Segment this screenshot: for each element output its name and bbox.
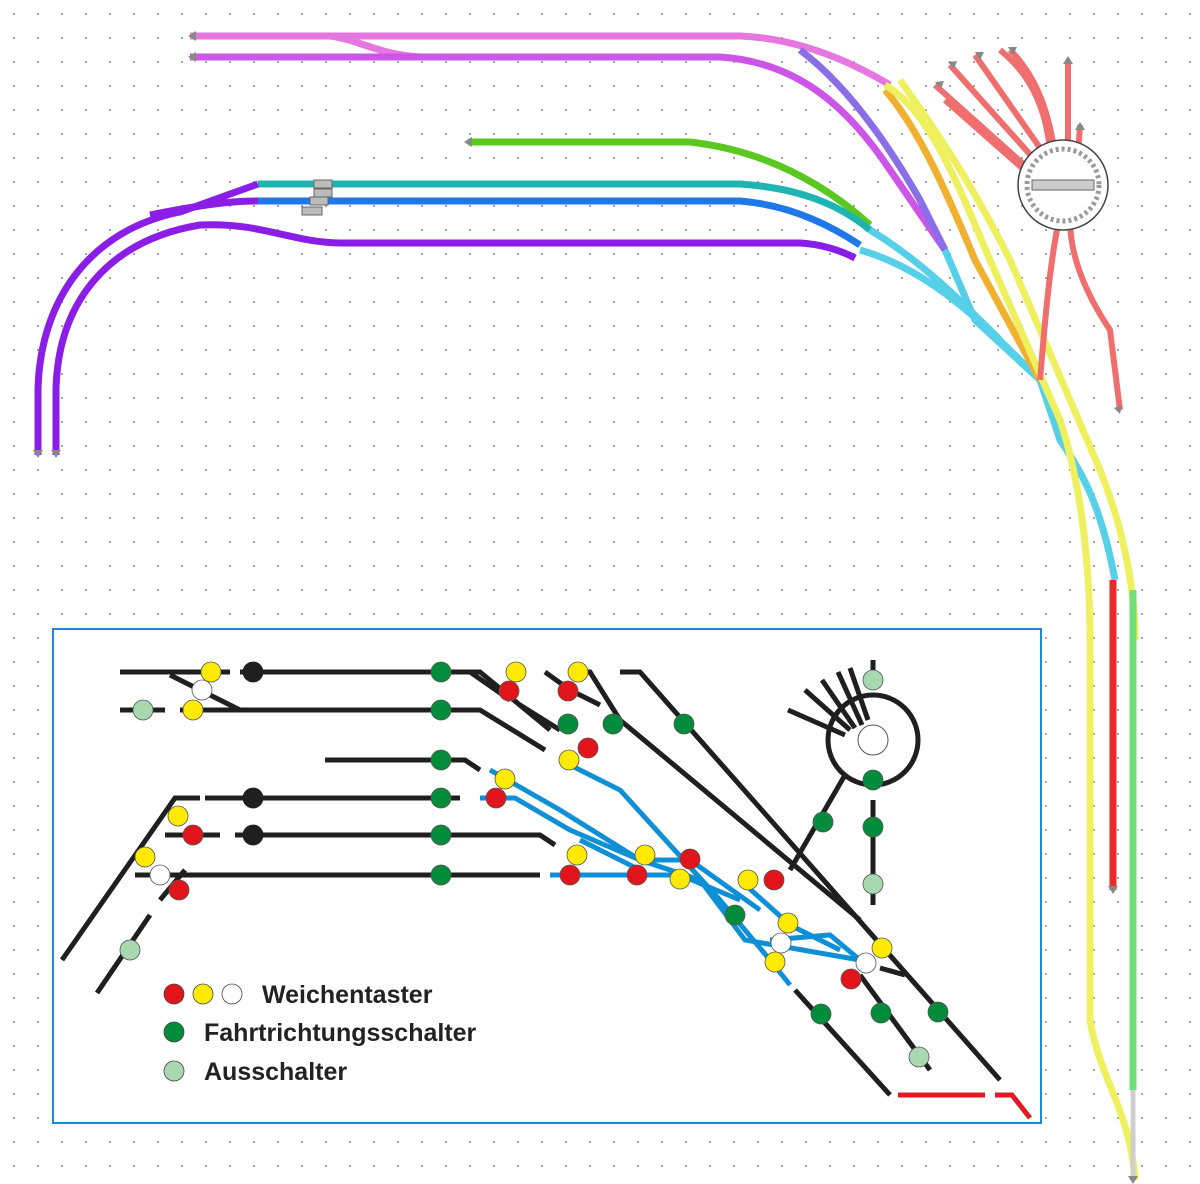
off-switch-button[interactable] (132, 699, 154, 721)
track-orange (882, 87, 1044, 382)
track-blue (258, 197, 862, 248)
direction-switch-button[interactable] (810, 1003, 832, 1025)
yellow-switch-button[interactable] (669, 868, 691, 890)
white-switch-button[interactable] (855, 952, 877, 974)
red-switch-button[interactable] (557, 680, 579, 702)
panel-buttons (119, 661, 949, 1068)
white-switch-button[interactable] (770, 932, 792, 954)
yellow-switch-button[interactable] (567, 661, 589, 683)
white-switch-button[interactable] (149, 864, 171, 886)
direction-switch-button[interactable] (430, 699, 452, 721)
red-switch-button[interactable] (168, 879, 190, 901)
red-switch-button[interactable] (626, 864, 648, 886)
yellow-switch-button[interactable] (737, 869, 759, 891)
legend-fahrtrichtungsschalter: Fahrtrichtungsschalter (204, 1019, 477, 1047)
buffer-blocks (301, 179, 333, 216)
turntable-center-button[interactable] (857, 724, 889, 756)
track-purple-loop (34, 180, 857, 455)
track-violet-lower (190, 53, 948, 252)
turntable (1017, 139, 1109, 231)
track-teal (258, 180, 873, 233)
off-switch-button[interactable] (862, 669, 884, 691)
legend-white-button (221, 983, 243, 1005)
direction-switch-button[interactable] (430, 787, 452, 809)
legend-ausschalter: Ausschalter (204, 1058, 347, 1086)
yellow-switch-button[interactable] (566, 844, 588, 866)
track-blue-violet-branch (797, 47, 949, 252)
track-yellow (883, 77, 1139, 1181)
track-plan (33, 31, 1139, 1184)
yellow-switch-button[interactable] (558, 749, 580, 771)
yellow-switch-button[interactable] (634, 844, 656, 866)
white-switch-button[interactable] (191, 679, 213, 701)
red-switch-button[interactable] (577, 737, 599, 759)
off-switch-button[interactable] (862, 873, 884, 895)
direction-switch-button[interactable] (862, 769, 884, 791)
yellow-switch-button[interactable] (494, 768, 516, 790)
yellow-switch-button[interactable] (167, 805, 189, 827)
black-marker (242, 661, 264, 683)
black-marker (242, 787, 264, 809)
direction-switch-button[interactable] (870, 1002, 892, 1024)
yellow-switch-button[interactable] (871, 937, 893, 959)
red-switch-button[interactable] (679, 848, 701, 870)
black-marker (242, 824, 264, 846)
red-switch-button[interactable] (498, 680, 520, 702)
direction-switch-button[interactable] (557, 713, 579, 735)
legend-lightgreen-button (163, 1060, 185, 1082)
track-end-arrows (33, 31, 1138, 1184)
direction-switch-button[interactable] (430, 864, 452, 886)
direction-switch-button[interactable] (430, 661, 452, 683)
panel-cut-track (898, 1092, 1032, 1120)
off-switch-button[interactable] (119, 939, 141, 961)
direction-switch-button[interactable] (812, 811, 834, 833)
direction-switch-button[interactable] (927, 1001, 949, 1023)
track-green (468, 138, 873, 228)
legend: Weichentaster Fahrtrichtungsschalter Aus… (163, 981, 477, 1086)
yellow-switch-button[interactable] (182, 699, 204, 721)
direction-switch-button[interactable] (724, 904, 746, 926)
direction-switch-button[interactable] (862, 816, 884, 838)
turntable-radial-tracks (932, 47, 1123, 411)
legend-yellow-button (192, 983, 214, 1005)
yellow-switch-button[interactable] (134, 846, 156, 868)
legend-weichentaster: Weichentaster (262, 981, 433, 1009)
off-switch-button[interactable] (908, 1046, 930, 1068)
direction-switch-button[interactable] (602, 713, 624, 735)
yellow-switch-button[interactable] (764, 951, 786, 973)
yellow-switch-button[interactable] (505, 661, 527, 683)
yellow-switch-button[interactable] (200, 661, 222, 683)
direction-switch-button[interactable] (430, 749, 452, 771)
legend-red-button (163, 983, 185, 1005)
red-switch-button[interactable] (840, 968, 862, 990)
direction-switch-button[interactable] (430, 824, 452, 846)
direction-switch-button[interactable] (673, 713, 695, 735)
red-switch-button[interactable] (559, 864, 581, 886)
legend-green-button (163, 1021, 185, 1043)
yellow-switch-button[interactable] (777, 912, 799, 934)
red-switch-button[interactable] (182, 824, 204, 846)
red-switch-button[interactable] (763, 869, 785, 891)
red-switch-button[interactable] (485, 787, 507, 809)
